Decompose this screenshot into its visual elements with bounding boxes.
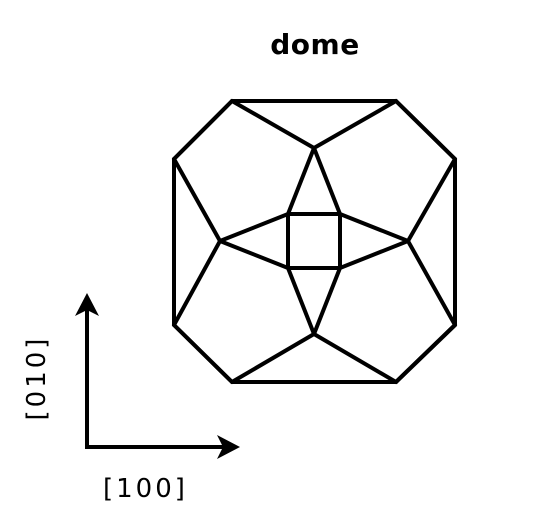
y-axis-label: [010] (22, 335, 52, 421)
corner-edge-bottom-left (172, 323, 234, 384)
x-axis-arrowhead (217, 435, 240, 459)
axes (85, 310, 224, 449)
corner-edge-top-left (172, 99, 234, 161)
inner-diamond (286, 212, 342, 270)
right-facet-edges (406, 157, 457, 327)
left-facet-edges (172, 157, 222, 327)
diagram-title: dome (270, 28, 360, 61)
star-outline (218, 146, 410, 336)
outer-octagon (172, 99, 457, 384)
dome-projection (172, 99, 457, 384)
y-axis-arrowhead (75, 293, 99, 316)
top-facet-edges (230, 99, 398, 150)
corner-edge-bottom-right (394, 323, 457, 384)
corner-edge-top-right (394, 99, 457, 161)
bottom-facet-edges (230, 332, 398, 384)
x-axis-label: [100] (103, 474, 188, 504)
